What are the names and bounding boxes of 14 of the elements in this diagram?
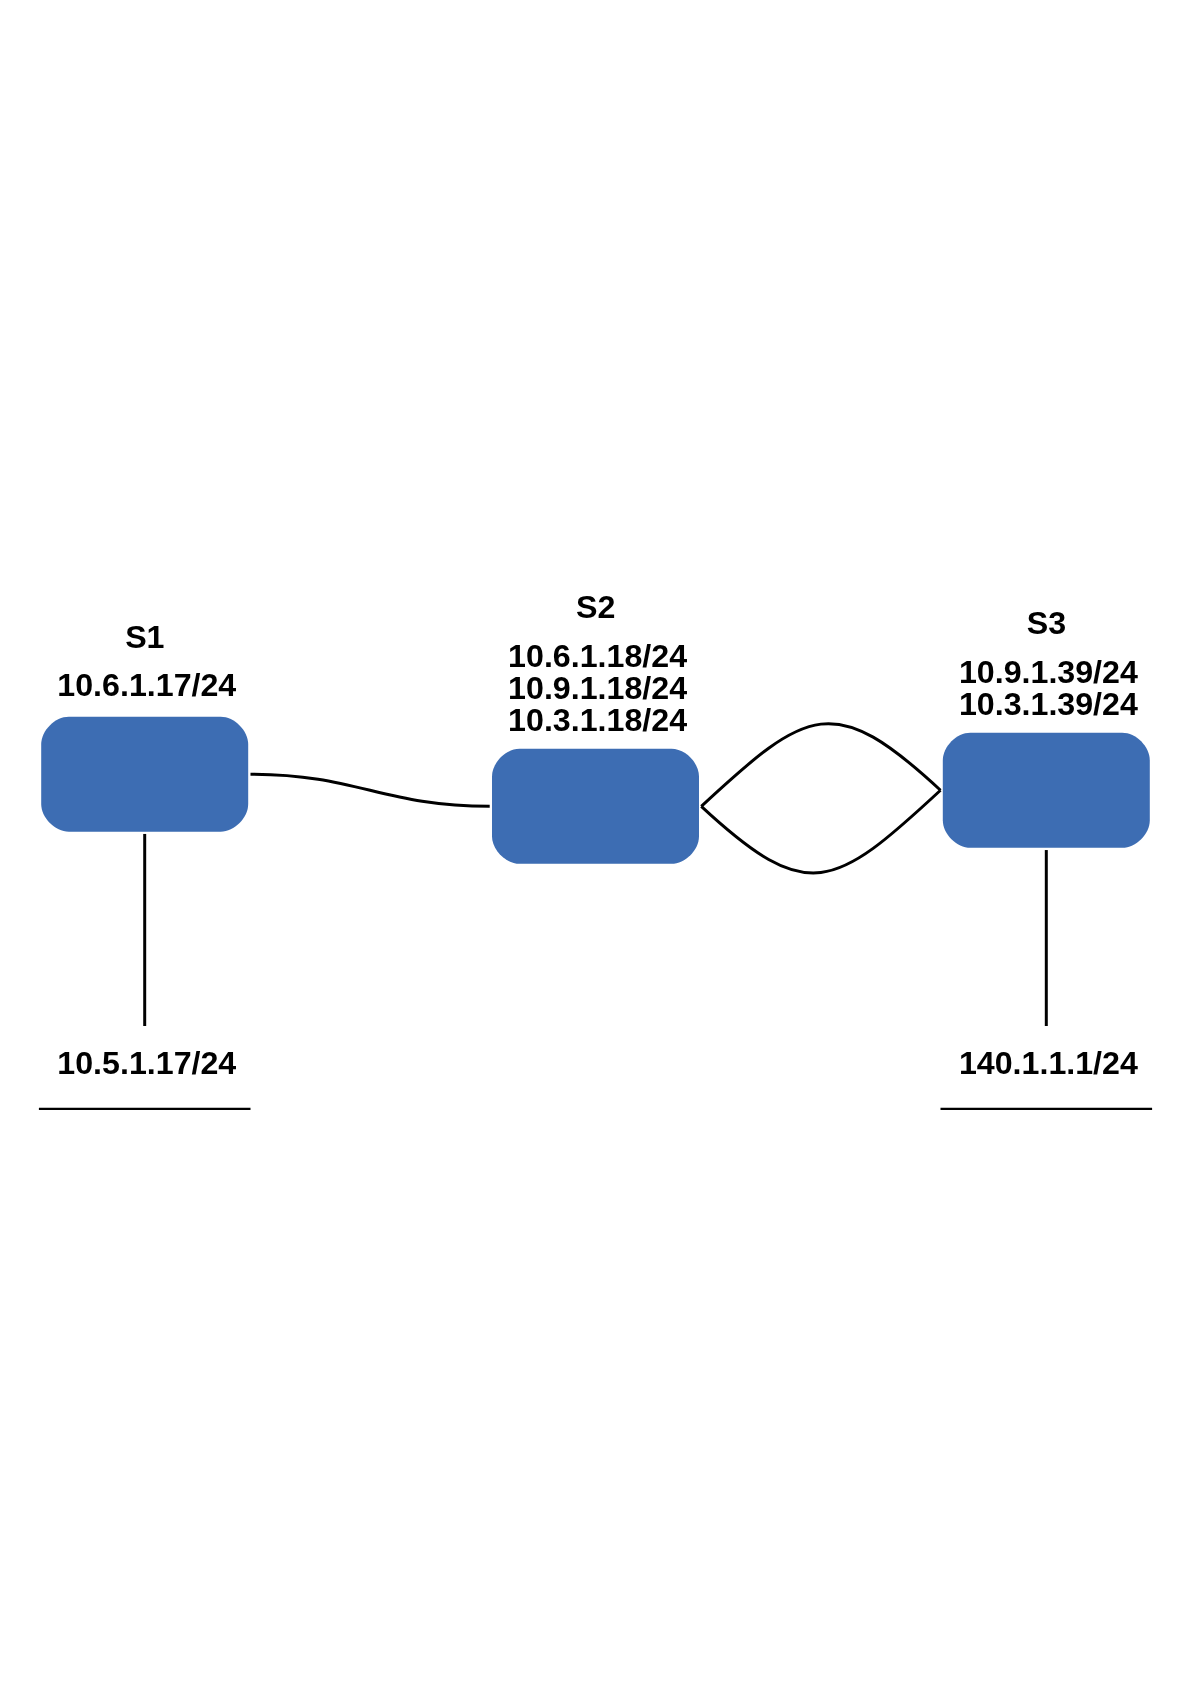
node-box	[492, 748, 699, 864]
node-text: 140.1.1.1/24	[958, 1044, 1138, 1081]
node-label: S1	[125, 619, 165, 656]
connector	[250, 772, 490, 808]
node-label: S2	[575, 589, 616, 626]
node-box	[41, 716, 249, 832]
node-label: 10.6.1.17/24	[57, 667, 237, 704]
connector	[700, 789, 942, 874]
connector	[143, 833, 147, 1026]
node-box	[942, 732, 1150, 848]
node-text: 10.5.1.17/24	[57, 1044, 237, 1081]
node-label: S3	[1026, 605, 1067, 642]
connector	[1044, 850, 1048, 1026]
connector	[700, 722, 942, 808]
